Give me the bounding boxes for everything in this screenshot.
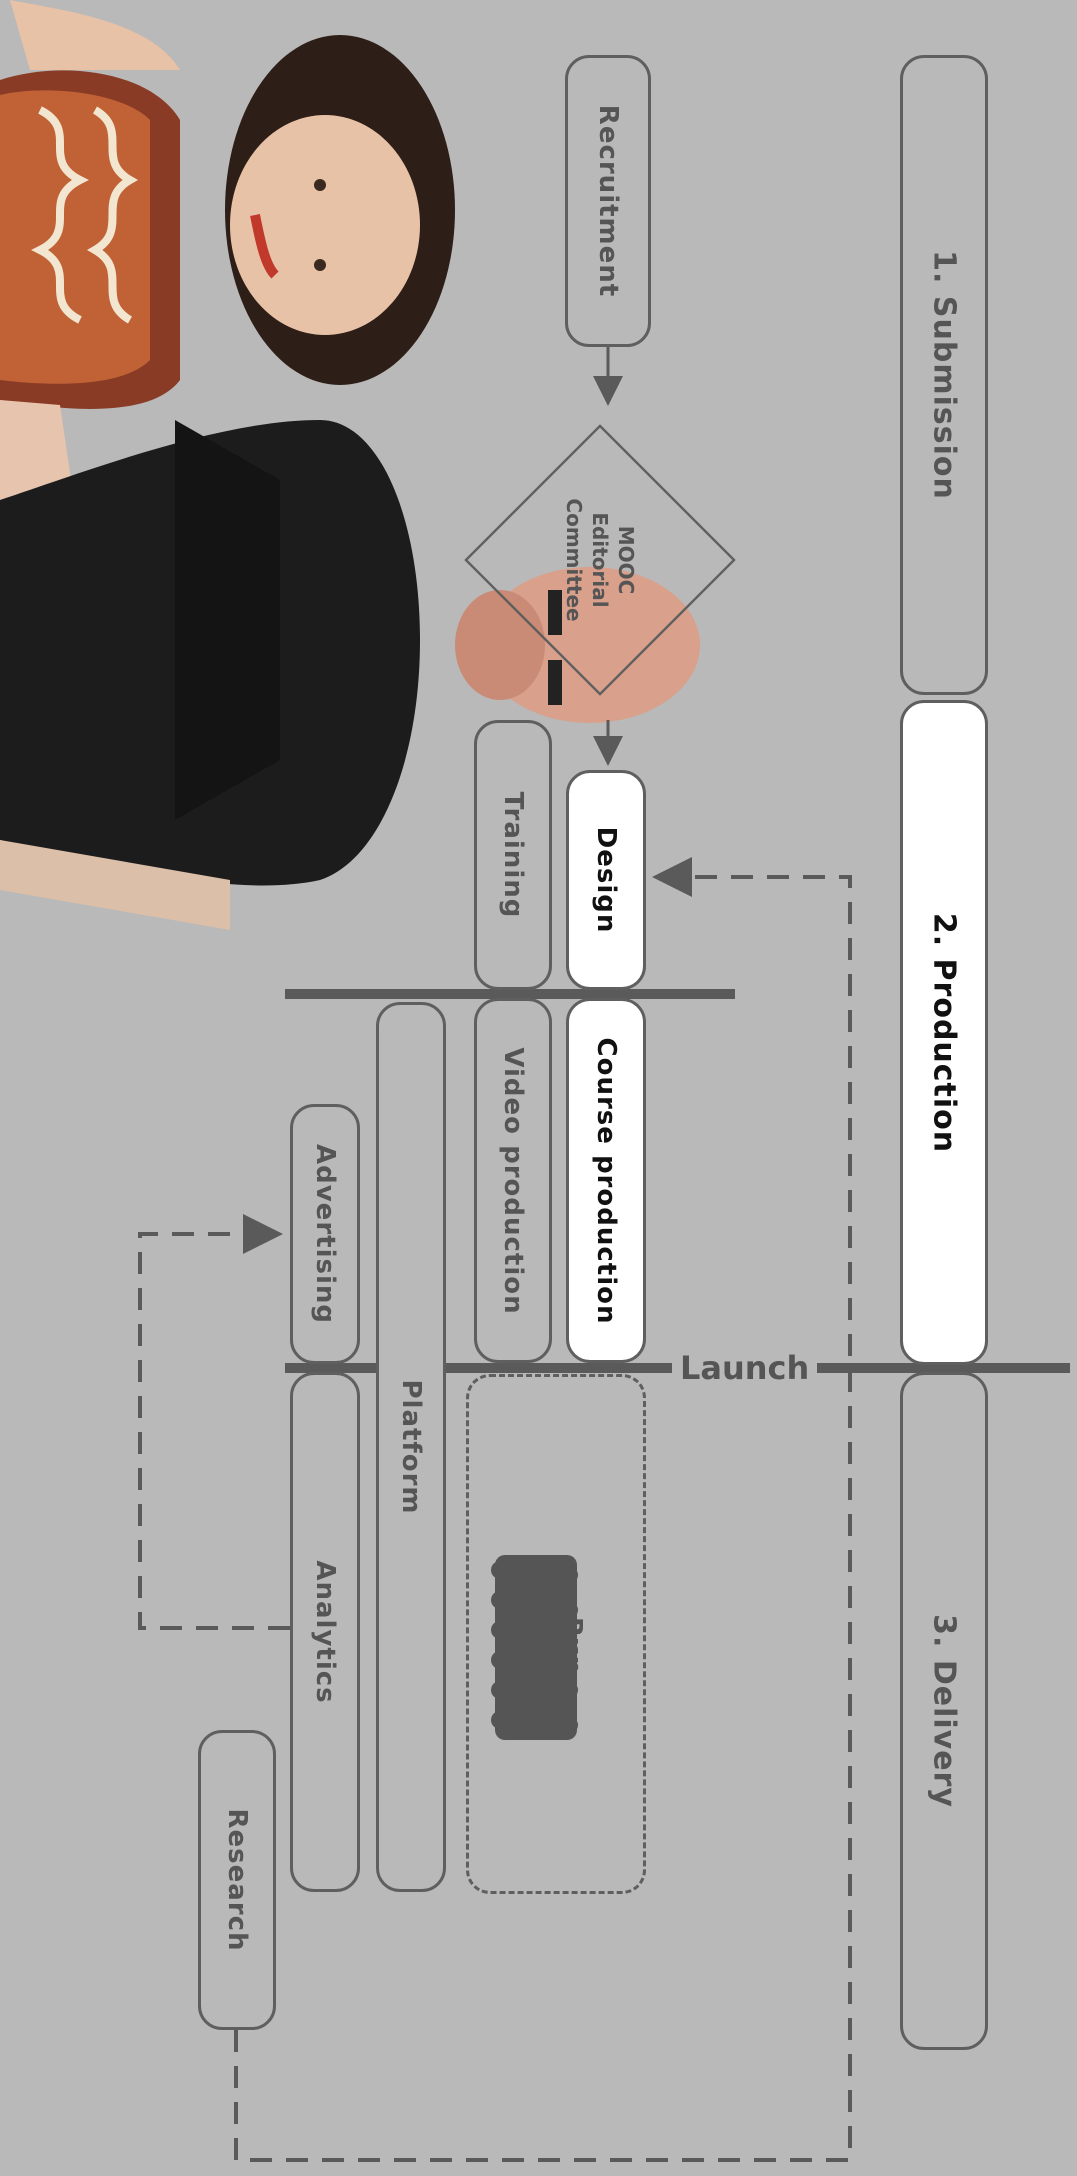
phase-submission: 1. Submission: [900, 55, 988, 695]
step-design: Design: [566, 770, 646, 990]
crowd-icon: [491, 1555, 578, 1740]
phase-production: 2. Production: [900, 700, 988, 1365]
phase-delivery: 3. Delivery: [900, 1372, 988, 2050]
step-video-production: Video production: [474, 998, 552, 1363]
step-advertising: Advertising: [290, 1104, 360, 1364]
step-run: Run: [466, 1374, 646, 1894]
step-course-production: Course production: [566, 998, 646, 1363]
launch-label: Launch: [672, 1350, 818, 1386]
step-analytics: Analytics: [290, 1372, 360, 1892]
step-editorial-committee: MOOC Editorial Committee: [464, 424, 736, 696]
step-training: Training: [474, 720, 552, 990]
step-platform: Platform: [376, 1002, 446, 1892]
feedback-loop-analytics-advertising: [138, 1214, 290, 1630]
people-photo: [0, 0, 700, 930]
feedback-loop-research-design: [234, 857, 852, 2162]
step-recruitment: Recruitment: [565, 55, 651, 347]
step-research: Research: [198, 1730, 276, 2030]
